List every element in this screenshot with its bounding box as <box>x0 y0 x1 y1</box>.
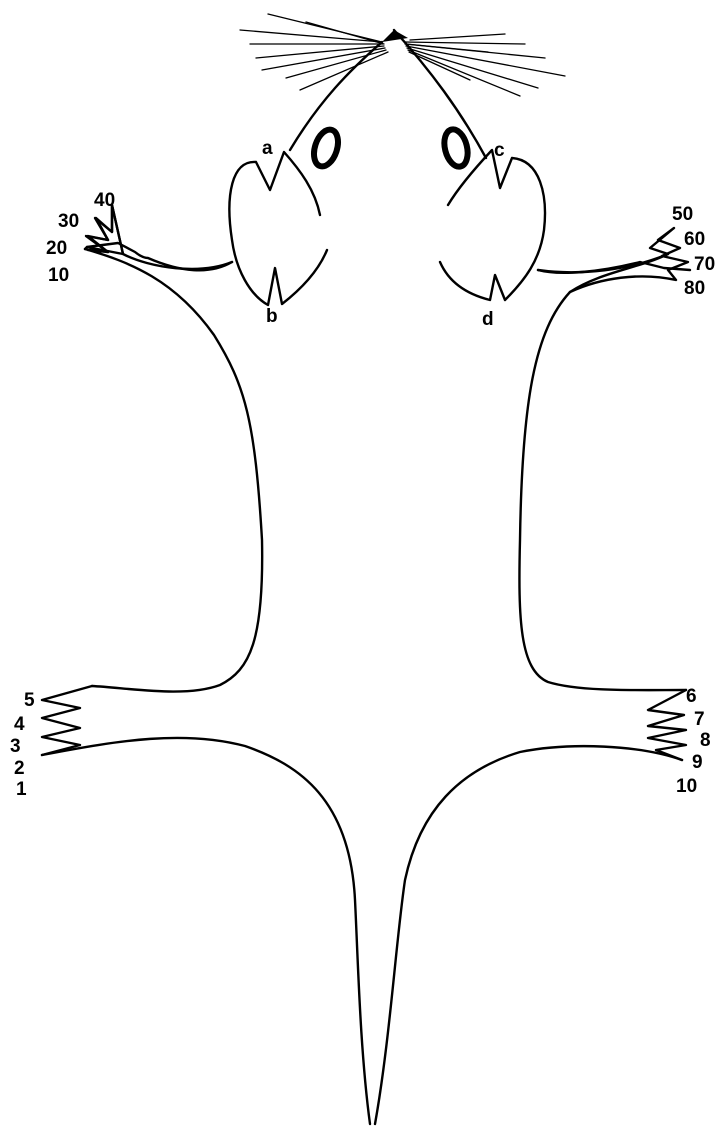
ear-label-d: d <box>482 309 494 330</box>
digit-label: 5 <box>24 690 35 711</box>
digit-label: 40 <box>94 190 115 211</box>
digit-label: 10 <box>48 265 69 286</box>
digit-label: 7 <box>694 709 705 730</box>
front-right-paw <box>538 228 688 292</box>
digit-label: 3 <box>10 736 21 757</box>
digit-label: 50 <box>672 204 693 225</box>
right-ear <box>440 150 545 300</box>
ear-label-a: a <box>262 138 273 159</box>
whiskers-left <box>240 14 388 90</box>
digit-label: 2 <box>14 758 25 779</box>
digit-label: 30 <box>58 211 79 232</box>
body-outline-right <box>375 30 690 1124</box>
digit-label: 60 <box>684 229 705 250</box>
digit-label: 9 <box>692 752 703 773</box>
body-outline-left <box>42 42 382 1124</box>
digit-label: 6 <box>686 686 697 707</box>
digit-label: 70 <box>694 254 715 275</box>
digit-label: 80 <box>684 278 705 299</box>
ear-label-b: b <box>266 306 278 327</box>
whiskers-right <box>404 34 565 96</box>
right-eye <box>441 127 472 169</box>
ear-label-c: c <box>494 140 505 161</box>
left-ear <box>229 152 327 305</box>
front-left-paw <box>85 205 232 269</box>
digit-label: 1 <box>16 779 27 800</box>
hind-right-paw <box>648 690 686 760</box>
digit-label: 8 <box>700 730 711 751</box>
left-eye <box>310 127 343 170</box>
digit-label: 10 <box>676 776 697 797</box>
hind-left-paw <box>42 686 92 755</box>
digit-label: 4 <box>14 714 25 735</box>
digit-label: 20 <box>46 238 67 259</box>
